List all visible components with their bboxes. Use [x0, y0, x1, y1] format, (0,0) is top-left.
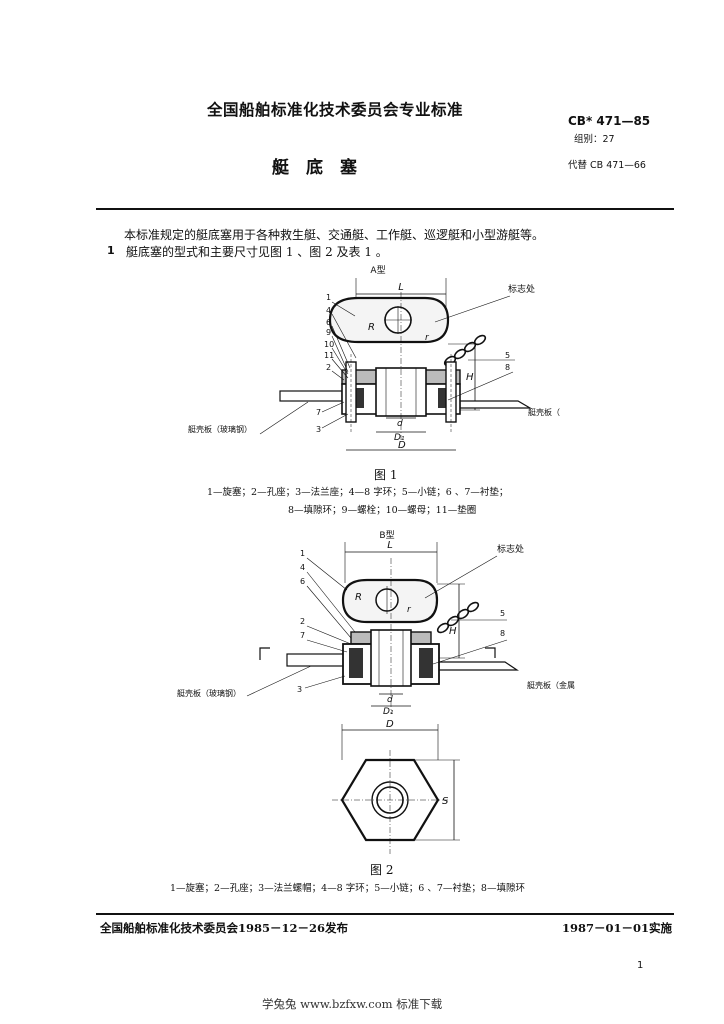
fig1-callout: 9 — [326, 328, 331, 337]
fig2-dim-D: D — [386, 719, 394, 730]
fig2-callout: 1 — [300, 549, 305, 558]
fig1-type-label: A型 — [370, 265, 385, 276]
fig2-dim-d: d — [387, 695, 393, 705]
fig2-hull-plate-left — [286, 653, 350, 667]
fig1-callout: 10 — [324, 340, 334, 349]
fig2-callout: 8 — [500, 629, 505, 638]
fig1-chain — [443, 334, 487, 367]
fig1-hull-label-left: 艇壳板（玻璃钢） — [188, 424, 252, 434]
fig2-hull-label-right: 艇壳板（金属） — [527, 680, 575, 690]
figure-2-drawing: B型 L R r 标志处 H d D₁ 1 — [177, 530, 575, 717]
fig1-hull-plate-left — [279, 390, 343, 402]
header-rule — [96, 208, 674, 210]
figure-2-hex-view: D S — [332, 719, 460, 854]
fig1-callout: 8 — [505, 363, 510, 372]
footer-rule — [96, 913, 674, 915]
figure-1-legend-line2: 8—填隙环；9—螺栓；10—螺母；11—垫圈 — [288, 505, 477, 516]
fig2-type-label: B型 — [379, 530, 394, 541]
page-number: 1 — [637, 960, 644, 971]
fig2-dim-L: L — [387, 540, 393, 551]
watermark-link[interactable]: 学兔兔 www.bzfxw.com 标准下载 — [262, 997, 443, 1011]
fig1-callout: 2 — [326, 363, 331, 372]
fig2-hull-label-left: 艇壳板（玻璃钢） — [177, 688, 241, 698]
fig1-callout: 5 — [505, 351, 510, 360]
fig1-callout: 11 — [324, 351, 334, 360]
fig1-r-label: r — [425, 333, 430, 343]
fig1-hull-label-right: 艇壳板（金属） — [528, 407, 560, 417]
fig1-callout: 4 — [326, 306, 331, 315]
replaces-note: 代替 CB 471—66 — [568, 160, 646, 171]
fig2-mark-label: 标志处 — [497, 543, 524, 555]
standard-number: CB* 471—85 — [568, 114, 651, 128]
clause-number: 1 — [107, 244, 115, 257]
issue-date: 全国船舶标准化技术委员会1985－12－26发布 — [100, 921, 349, 935]
fig2-callout: 7 — [300, 631, 305, 640]
fig1-plug-handle — [328, 296, 450, 344]
fig1-dim-D1: D₁ — [394, 433, 405, 443]
org-title: 全国船舶标准化技术委员会专业标准 — [207, 100, 464, 119]
fig2-r-label: r — [407, 605, 412, 615]
intro-paragraph: 本标准规定的艇底塞用于各种救生艇、交通艇、工作艇、巡逻艇和小型游艇等。 — [124, 228, 545, 242]
fig2-callout: 3 — [297, 685, 302, 694]
fig1-callout: 3 — [316, 425, 321, 434]
effective-date: 1987－01－01实施 — [562, 921, 673, 935]
fig1-dim-d: d — [397, 419, 403, 429]
figure-1-drawing: A型 L R r 标志处 H — [188, 265, 560, 451]
figure-2-legend: 1—旋塞；2—孔座；3—法兰螺帽；4—8 字环；5—小链；6 、7—衬垫；8—填… — [170, 883, 525, 894]
fig1-hull-plate-right — [459, 400, 533, 409]
fig1-dim-H: H — [466, 372, 474, 383]
clause-text: 艇底塞的型式和主要尺寸见图 1 、图 2 及表 1 。 — [126, 245, 388, 259]
fig1-callout: 1 — [326, 293, 331, 302]
fig2-dim-S: S — [442, 796, 449, 807]
fig1-bolts — [345, 354, 457, 432]
fig2-callout: 2 — [300, 617, 305, 626]
figure-1-caption: 图 1 — [374, 468, 398, 482]
fig1-dim-D: D — [398, 440, 406, 451]
fig2-plug-handle — [341, 578, 439, 624]
fig1-callout: 7 — [316, 408, 321, 417]
figure-2-caption: 图 2 — [370, 863, 394, 877]
fig2-callout: 5 — [500, 609, 505, 618]
fig1-callout: 6 — [326, 318, 331, 327]
fig2-hull-plate-right — [436, 661, 519, 671]
fig2-dim-D1: D₁ — [383, 707, 394, 717]
fig1-mark-label: 标志处 — [508, 283, 535, 295]
document-title: 艇 底 塞 — [272, 158, 357, 178]
fig2-callout: 4 — [300, 563, 305, 572]
fig1-dim-L: L — [398, 282, 404, 293]
fig1-R-label: R — [368, 322, 375, 333]
fig2-dim-H: H — [449, 626, 457, 637]
fig2-callout: 6 — [300, 577, 305, 586]
fig2-chain — [436, 601, 480, 634]
fig2-R-label: R — [355, 592, 362, 603]
figure-1-legend-line1: 1—旋塞；2—孔座；3—法兰座；4—8 字环；5—小链；6 、7—衬垫； — [207, 487, 509, 498]
group-number: 组别：27 — [574, 134, 615, 145]
